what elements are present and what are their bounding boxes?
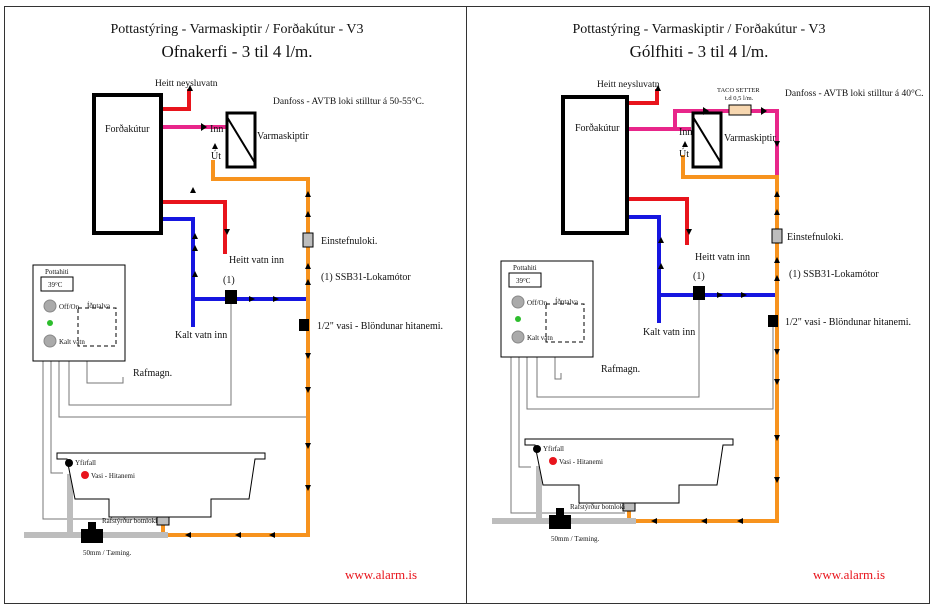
hot-domestic-pipe [628, 89, 659, 105]
input-terminal-label: Íðntalva [555, 298, 579, 306]
avtb-valve-note: Danfoss - AVTB loki stilltur á 40°C. [785, 88, 923, 99]
avtb-valve-note: Danfoss - AVTB loki stilltur á 50-55°C. [273, 96, 424, 107]
cold-water-button[interactable] [511, 330, 525, 344]
check-valve-label: Einstefnuloki. [787, 232, 843, 243]
input-terminal [77, 307, 117, 347]
inlet-label: Inn [679, 127, 692, 138]
diagram-subtitle: Gólfhiti - 3 til 4 l/m. [630, 42, 769, 61]
storage-tank [561, 95, 629, 235]
sensor-pocket-label: 1/2" vasi - Blöndunar hitanemi. [317, 321, 443, 332]
onoff-label: Off/On [59, 303, 80, 311]
overflow-outlet [533, 445, 541, 453]
temperature-pocket-label: Vasi - Hitanemi [91, 472, 135, 480]
controller-title: Pottahiti [513, 264, 537, 272]
controller-title: Pottahiti [45, 268, 69, 276]
onoff-button[interactable] [43, 299, 57, 313]
temperature-pocket [549, 457, 557, 465]
cold-water-in-label: Kalt vatn inn [643, 327, 695, 338]
power-label: Rafmagn. [601, 364, 640, 375]
diagram-panel-radiators: Pottastýring - Varmaskiptir / Forðakútur… [4, 6, 468, 604]
motor-valve-label: (1) SSB31-Lokamótor [321, 272, 411, 283]
diagram-title: Pottastýring - Varmaskiptir / Forðakútur… [110, 22, 363, 37]
hot-water-in-label: Heitt vatn inn [229, 255, 284, 266]
tank-label: Forðakútur [105, 124, 150, 135]
sensor-pocket-label: 1/2" vasi - Blöndunar hitanemi. [785, 317, 911, 328]
onoff-label: Off/On [527, 299, 548, 307]
drain-label: 50mm / Tæming. [83, 549, 132, 557]
hot-water-in-label: Heitt vatn inn [695, 252, 750, 263]
outlet-label: Út [679, 148, 689, 160]
diagram-svg: Pottastýring - Varmaskiptir / Forðakútur… [492, 22, 923, 582]
website-link[interactable]: www.alarm.is [345, 567, 417, 582]
diagram-panel-floor-heating: Pottastýring - Varmaskiptir / Forðakútur… [466, 6, 930, 604]
temperature-pocket [81, 471, 89, 479]
outlet-label: Út [211, 150, 221, 162]
motor-valve [693, 286, 705, 300]
cold-water-button-label: Kalt vatn [59, 338, 85, 346]
overflow-outlet [65, 459, 73, 467]
power-label: Rafmagn. [133, 368, 172, 379]
cold-water-button-label: Kalt vatn [527, 334, 553, 342]
motor-valve [225, 290, 237, 304]
status-led [515, 316, 521, 322]
drain-label: 50mm / Tæming. [551, 535, 600, 543]
check-valve-label: Einstefnuloki. [321, 236, 377, 247]
tub-drain-fitting [156, 516, 170, 526]
onoff-button[interactable] [511, 295, 525, 309]
check-valve [771, 228, 783, 244]
heat-exchanger-label: Varmaskiptir [724, 133, 776, 144]
storage-tank [92, 93, 163, 235]
flow-arrows [651, 85, 780, 524]
hot-water-in-pipe [628, 197, 689, 245]
check-valve [302, 232, 314, 248]
controller-temp: 39°C [516, 277, 531, 285]
hot-domestic-pipe [163, 89, 191, 111]
drain-valve-label: Rafstýrður botnloki [570, 503, 625, 511]
input-terminal [545, 303, 585, 343]
flow-arrows [185, 85, 311, 538]
motor-valve-label: (1) SSB31-Lokamótor [789, 269, 879, 280]
motorized-drain-valve [81, 529, 103, 543]
overflow-label: Yfirfall [75, 459, 96, 467]
hot-domestic-label: Heitt neysluvatn [155, 79, 218, 89]
motorized-drain-valve [549, 515, 571, 529]
controller-display [40, 276, 74, 292]
flow-setter-label: TACO SETTER [717, 87, 760, 94]
diagram-subtitle: Ofnakerfi - 3 til 4 l/m. [161, 42, 312, 61]
control-wires [510, 297, 774, 514]
overflow-label: Yfirfall [543, 445, 564, 453]
hot-tub [524, 438, 734, 504]
mixing-sensor-pocket [299, 319, 309, 331]
temperature-pocket-label: Vasi - Hitanemi [559, 458, 603, 466]
mixing-sensor-pocket [768, 315, 778, 327]
motor-valve-number: (1) [693, 271, 705, 282]
diagram-title: Pottastýring - Varmaskiptir / Forðakútur… [572, 22, 825, 37]
hot-water-in-pipe [163, 200, 227, 254]
diagram-svg: Pottastýring - Varmaskiptir / Forðakútur… [24, 22, 443, 582]
tank-label: Forðakútur [575, 123, 620, 134]
input-terminal-label: Íðntalva [87, 302, 111, 310]
hot-tub [56, 452, 266, 518]
controller-display [508, 272, 542, 288]
primary-supply-pipe [628, 109, 779, 179]
cold-water-button[interactable] [43, 334, 57, 348]
hot-domestic-label: Heitt neysluvatn [597, 80, 660, 90]
inlet-label: Inn [210, 124, 223, 135]
flow-setter-rate: t.d 0,5 l/m. [725, 95, 754, 102]
heat-exchanger-label: Varmaskiptir [257, 131, 309, 142]
controller-temp: 39°C [48, 281, 63, 289]
website-link[interactable]: www.alarm.is [813, 567, 885, 582]
cold-water-in-label: Kalt vatn inn [175, 330, 227, 341]
flow-setter [728, 104, 752, 116]
motor-valve-number: (1) [223, 275, 235, 286]
drain-valve-label: Rafstýrður botnloki [102, 517, 157, 525]
status-led [47, 320, 53, 326]
tub-drain-fitting [622, 502, 636, 512]
